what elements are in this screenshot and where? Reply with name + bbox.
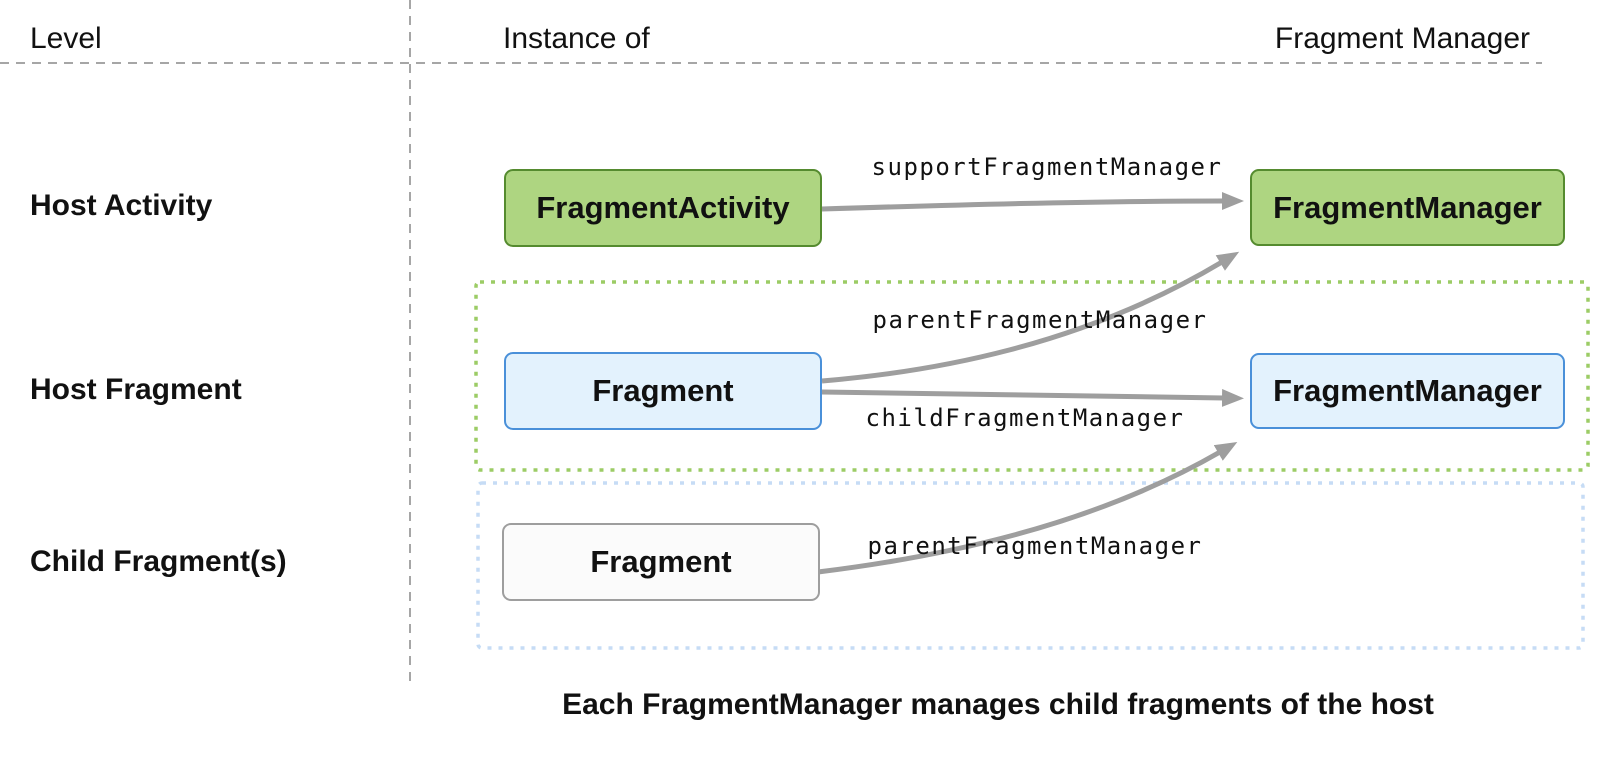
fragment-host-box: Fragment bbox=[504, 352, 822, 430]
header-instance-of: Instance of bbox=[503, 22, 650, 55]
support-fragment-manager-label: supportFragmentManager bbox=[871, 153, 1223, 181]
header-fragment-manager: Fragment Manager bbox=[1274, 22, 1530, 55]
child-fragment-manager-arrow bbox=[821, 388, 1244, 407]
parent-fragment-manager-label-mid: parentFragmentManager bbox=[872, 306, 1208, 334]
row-label-child-fragments: Child Fragment(s) bbox=[30, 545, 287, 578]
host-fragment-dotted-container bbox=[474, 280, 1590, 472]
fragment-child-box: Fragment bbox=[502, 523, 820, 601]
diagram-caption: Each FragmentManager manages child fragm… bbox=[562, 688, 1434, 721]
fragment-manager-activity-box: FragmentManager bbox=[1250, 169, 1565, 246]
child-fragment-manager-label: childFragmentManager bbox=[865, 404, 1185, 432]
support-fragment-manager-arrow bbox=[821, 192, 1244, 212]
fragment-manager-host-box: FragmentManager bbox=[1250, 353, 1565, 429]
parent-fragment-manager-arrow-bottom bbox=[817, 442, 1238, 575]
fragment-activity-box: FragmentActivity bbox=[504, 169, 822, 247]
parent-fragment-manager-label-bottom: parentFragmentManager bbox=[867, 532, 1203, 560]
row-label-host-activity: Host Activity bbox=[30, 189, 213, 222]
parent-fragment-manager-arrow-mid bbox=[821, 251, 1240, 384]
row-label-host-fragment: Host Fragment bbox=[30, 373, 242, 406]
header-level: Level bbox=[30, 22, 102, 55]
